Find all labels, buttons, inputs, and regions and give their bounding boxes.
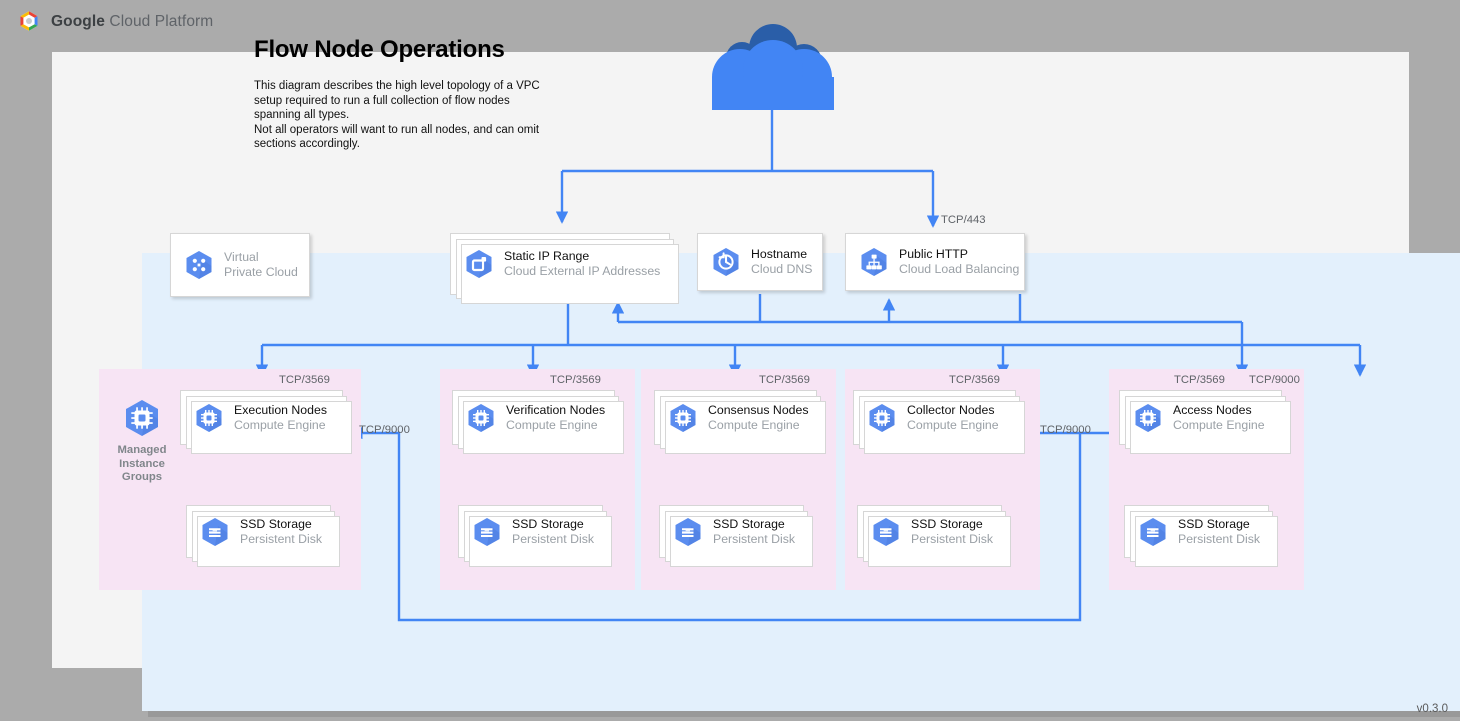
node-title: SSD Storage — [911, 516, 983, 531]
compute-engine-icon — [1135, 403, 1161, 432]
persistent-disk-icon — [1140, 517, 1166, 546]
node-subtitle: Compute Engine — [506, 417, 598, 432]
node-subtitle: Cloud DNS — [751, 262, 813, 276]
port-label-access-inbound: TCP/3569 — [1174, 374, 1225, 386]
page-title: Flow Node Operations — [254, 36, 505, 63]
cloud-external-ip-addresses-icon — [466, 250, 492, 278]
persistent-disk-icon — [202, 517, 228, 546]
brand-label: Google Cloud Platform — [51, 13, 213, 31]
node-subtitle: Persistent Disk — [512, 531, 595, 546]
compute-engine-icon — [126, 400, 158, 436]
version-label: v0.3.0 — [1416, 703, 1448, 715]
port-label-access-to-execution: TCP/9000 — [359, 424, 410, 436]
node-title: SSD Storage — [1178, 516, 1250, 531]
node-static-ip-range[interactable]: Static IP Range Cloud External IP Addres… — [450, 233, 679, 304]
node-title: Hostname — [751, 247, 808, 261]
node-subtitle: Persistent Disk — [240, 531, 323, 546]
node-virtual-private-cloud[interactable]: Virtual Private Cloud — [170, 233, 310, 297]
gcp-brand: Google Cloud Platform — [16, 8, 213, 36]
node-title: Verification Nodes — [506, 402, 606, 417]
port-label-access-https: TCP/9000 — [1249, 374, 1300, 386]
node-title: Access Nodes — [1173, 402, 1252, 417]
node-subtitle: Persistent Disk — [911, 531, 994, 546]
node-subtitle: Persistent Disk — [1178, 531, 1261, 546]
port-label-collector-inbound: TCP/3569 — [949, 374, 1000, 386]
internet-cloud-icon — [680, 22, 866, 112]
managed-instance-groups-label: Managed Instance Groups — [99, 398, 185, 485]
node-public-http[interactable]: Public HTTP Cloud Load Balancing — [845, 233, 1025, 291]
google-cloud-logo-icon — [20, 11, 38, 31]
brand-rest: Cloud Platform — [105, 13, 214, 30]
persistent-disk-icon — [675, 517, 701, 546]
port-label-verification-inbound: TCP/3569 — [550, 374, 601, 386]
group-label-line-0: Managed — [117, 444, 167, 456]
cloud-load-balancing-icon — [861, 248, 887, 276]
group-label-line-2: Groups — [121, 471, 163, 483]
persistent-disk-icon — [474, 517, 500, 546]
node-title: SSD Storage — [512, 516, 584, 531]
node-subtitle: Cloud External IP Addresses — [504, 264, 661, 278]
node-subtitle: Cloud Load Balancing — [899, 262, 1020, 276]
node-subtitle: Persistent Disk — [713, 531, 796, 546]
virtual-private-cloud-icon — [186, 251, 212, 279]
node-subtitle: Compute Engine — [907, 417, 999, 432]
node-title: Public HTTP — [899, 247, 969, 261]
compute-engine-icon — [196, 403, 222, 432]
cloud-dns-icon — [713, 248, 739, 276]
diagram-description: This diagram describes the high level to… — [254, 80, 540, 151]
persistent-disk-icon — [873, 517, 899, 546]
compute-engine-icon — [670, 403, 696, 432]
port-label-https: TCP/443 — [941, 214, 986, 226]
node-subtitle: Compute Engine — [234, 417, 326, 432]
node-subtitle: Compute Engine — [708, 417, 800, 432]
port-label-consensus-inbound: TCP/3569 — [759, 374, 810, 386]
port-label-access-to-collector: TCP/9000 — [1040, 424, 1091, 436]
node-title: Static IP Range — [504, 249, 590, 263]
node-title: SSD Storage — [240, 516, 312, 531]
node-subtitle: Compute Engine — [1173, 417, 1265, 432]
node-subtitle: Private Cloud — [224, 265, 298, 279]
brand-bold: Google — [51, 13, 105, 30]
compute-engine-icon — [468, 403, 494, 432]
node-title: SSD Storage — [713, 516, 785, 531]
compute-engine-icon — [869, 403, 895, 432]
port-label-execution-inbound: TCP/3569 — [279, 374, 330, 386]
group-label-line-1: Instance — [119, 457, 165, 470]
node-title: Execution Nodes — [234, 402, 327, 417]
node-title: Collector Nodes — [907, 402, 995, 417]
node-hostname[interactable]: Hostname Cloud DNS — [697, 233, 823, 291]
node-title: Consensus Nodes — [708, 402, 809, 417]
node-title: Virtual — [224, 250, 259, 264]
